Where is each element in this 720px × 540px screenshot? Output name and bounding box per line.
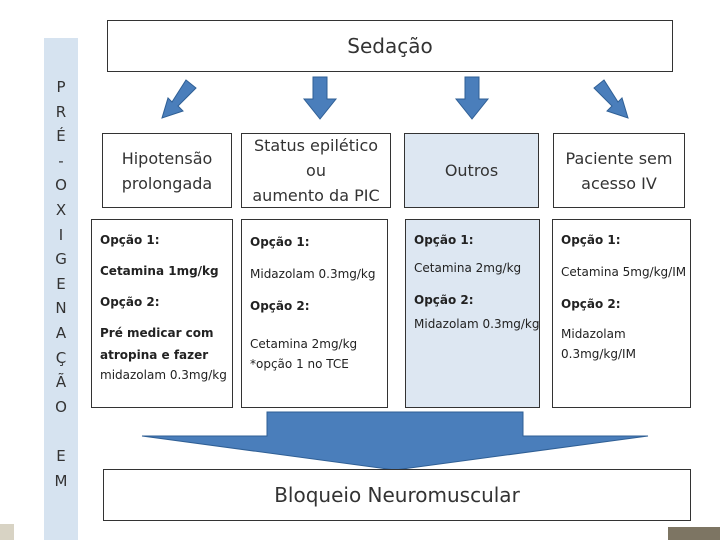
option-line: Opção 1: [250, 235, 310, 249]
option-line: Opção 2: [100, 295, 160, 309]
option-line: *opção 1 no TCE [250, 357, 349, 371]
header-box-status-epiletico: Status epilético ou aumento da PIC [241, 133, 391, 208]
side-letter: R [55, 102, 67, 121]
header-box-outros: Outros [404, 133, 539, 208]
header-label: Status epilético ou aumento da PIC [252, 136, 380, 205]
option-line: midazolam 0.3mg/kg [100, 368, 227, 382]
side-letter: Ç [55, 348, 67, 367]
side-letter: É [56, 127, 66, 146]
left-margin [0, 0, 20, 540]
side-letter: X [55, 200, 67, 219]
header-box-hipotensao: Hipotensão prolongada [102, 133, 232, 208]
side-letter: O [55, 176, 67, 195]
options-box-paciente-sem-acesso: Opção 1: Cetamina 5mg/kg/IM Opção 2: Mid… [552, 219, 691, 408]
option-line: Midazolam 0.3mg/kg [250, 267, 376, 281]
option-line: Cetamina 2mg/kg [250, 337, 358, 351]
side-letter: E [56, 446, 66, 465]
option-line: 0.3mg/kg/IM [561, 347, 636, 361]
side-letter: P [56, 78, 66, 96]
header-label: Hipotensão prolongada [121, 148, 213, 193]
header-box-paciente-sem-acesso: Paciente sem acesso IV [553, 133, 685, 208]
side-letter: - [58, 151, 64, 170]
arrow-to-col3 [454, 76, 490, 120]
option-line: Opção 2: [414, 293, 474, 307]
side-letter: G [55, 250, 67, 269]
side-letter: Ã [55, 373, 67, 392]
option-line: atropina e fazer [100, 348, 209, 362]
option-line: Opção 1: [561, 233, 621, 247]
side-letter: N [55, 299, 67, 318]
arrow-to-col4 [593, 79, 629, 119]
footer-label: Bloqueio Neuromuscular [274, 483, 520, 507]
footer-box: Bloqueio Neuromuscular [103, 469, 691, 521]
option-line: Opção 1: [414, 233, 474, 247]
options-box-hipotensao: Opção 1: Cetamina 1mg/kg Opção 2: Pré me… [91, 219, 233, 408]
arrow-to-col2 [302, 76, 338, 120]
arrow-to-col1 [161, 79, 197, 119]
option-line: Cetamina 5mg/kg/IM [561, 265, 687, 279]
diagram-title: Sedação [347, 34, 433, 58]
side-label-strip: P R É - O X I G E N A Ç Ã O E M [44, 38, 78, 540]
option-line: Midazolam [561, 327, 626, 341]
option-line: Opção 2: [561, 297, 621, 311]
corner-accent-right [668, 527, 720, 540]
side-letter: O [55, 397, 67, 416]
header-label: Outros [444, 161, 499, 180]
option-line: Midazolam 0.3mg/kg [414, 317, 540, 331]
title-box: Sedação [107, 20, 673, 72]
option-line: Cetamina 2mg/kg [414, 261, 522, 275]
option-line: Opção 2: [250, 299, 310, 313]
option-line: Pré medicar com [100, 326, 214, 340]
header-label: Paciente sem acesso IV [565, 148, 673, 193]
side-letter: E [56, 274, 66, 293]
side-letter: M [54, 471, 68, 490]
side-letter: A [55, 323, 67, 342]
side-letter: I [58, 225, 64, 244]
corner-accent-left [0, 524, 14, 540]
options-box-outros: Opção 1: Cetamina 2mg/kg Opção 2: Midazo… [405, 219, 540, 408]
option-line: Cetamina 1mg/kg [100, 264, 219, 278]
options-box-status-epiletico: Opção 1: Midazolam 0.3mg/kg Opção 2: Cet… [241, 219, 388, 408]
merge-arrow [141, 411, 649, 471]
option-line: Opção 1: [100, 233, 160, 247]
